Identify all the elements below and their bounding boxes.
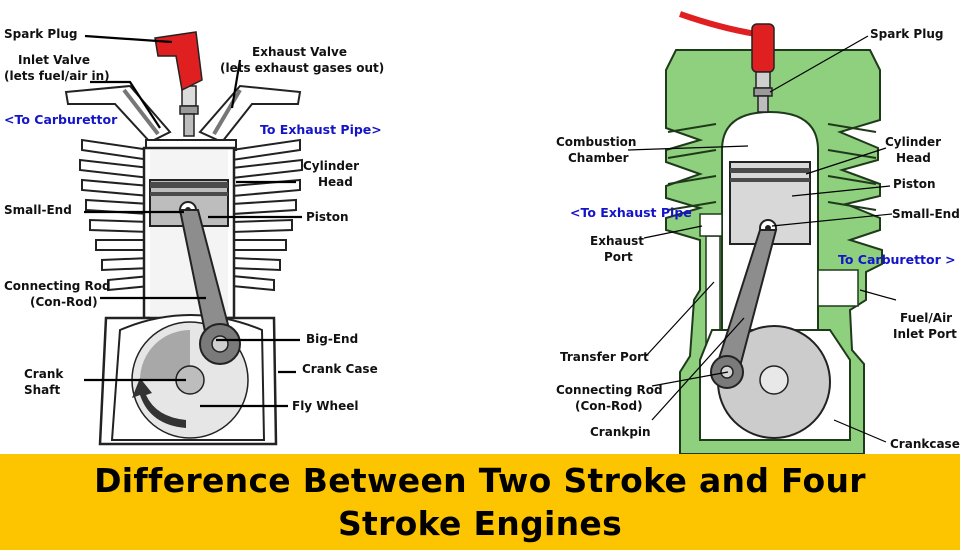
left-labels: Spark Plug Inlet Valve (lets fuel/air in… (4, 27, 384, 413)
label-crank-shaft: Crank (24, 367, 64, 381)
label-cylinder-head: Cylinder (303, 159, 359, 173)
label-spark-plug: Spark Plug (4, 27, 77, 41)
right-spark-plug (679, 11, 775, 113)
right-inlet-port (817, 269, 859, 307)
left-spark-plug (154, 31, 203, 137)
label-combustion-chamber: Combustion (556, 135, 636, 149)
left-valves (122, 88, 242, 136)
right-piston (729, 161, 811, 245)
label-right-small-end: Small-End (892, 207, 960, 221)
label-right-cylinder-head: Cylinder (885, 135, 941, 149)
label-right-cylinder-head-2: Head (896, 151, 931, 165)
label-exhaust-port: Exhaust (590, 234, 644, 248)
label-connecting-rod: Connecting Rod (4, 279, 111, 293)
rotation-arrow-icon (132, 378, 186, 428)
label-exhaust-valve-note: (lets exhaust gases out) (220, 61, 384, 75)
banner-title-line-1: Difference Between Two Stroke and Four (94, 461, 866, 500)
label-inlet-valve: Inlet Valve (18, 53, 90, 67)
label-combustion-chamber-2: Chamber (568, 151, 629, 165)
label-fly-wheel: Fly Wheel (292, 399, 358, 413)
label-crank-shaft-2: Shaft (24, 383, 61, 397)
label-right-spark-plug: Spark Plug (870, 27, 943, 41)
label-crankpin: Crankpin (590, 425, 651, 439)
label-right-to-carburettor: To Carburettor > (838, 252, 956, 267)
title-banner: Difference Between Two Stroke and Four S… (0, 454, 960, 550)
right-cooling-fins (667, 123, 877, 211)
right-exhaust-port (699, 213, 723, 237)
label-right-connecting-rod-2: (Con-Rod) (575, 399, 643, 413)
label-exhaust-valve: Exhaust Valve (252, 45, 347, 59)
two-stroke-engine-illustration: Spark Plug Combustion Chamber Cylinder H… (556, 11, 960, 455)
four-stroke-engine-illustration: Spark Plug Inlet Valve (lets fuel/air in… (4, 27, 384, 446)
label-small-end: Small-End (4, 203, 72, 217)
label-fuel-air-inlet-port: Fuel/Air (900, 311, 952, 325)
banner-title-line-2: Stroke Engines (337, 504, 623, 543)
label-to-exhaust-pipe: To Exhaust Pipe> (260, 122, 382, 137)
label-exhaust-port-2: Port (604, 250, 633, 264)
label-piston: Piston (306, 210, 349, 224)
label-inlet-valve-note: (lets fuel/air in) (4, 69, 110, 83)
label-big-end: Big-End (306, 332, 358, 346)
label-crank-case: Crank Case (302, 362, 378, 376)
label-right-to-exhaust-pipe: <To Exhaust Pipe (570, 205, 692, 220)
right-leader-lines (627, 35, 897, 443)
right-crank-hub (759, 365, 789, 395)
label-cylinder-head-2: Head (318, 175, 353, 189)
left-leader-lines (84, 34, 302, 408)
label-crankcase: Crankcase (890, 437, 960, 451)
label-fuel-air-inlet-port-2: Inlet Port (893, 327, 957, 341)
label-to-carburettor: <To Carburettor (4, 112, 118, 127)
right-labels: Spark Plug Combustion Chamber Cylinder H… (556, 27, 960, 451)
label-connecting-rod-2: (Con-Rod) (30, 295, 98, 309)
label-right-piston: Piston (893, 177, 936, 191)
label-transfer-port: Transfer Port (560, 350, 649, 364)
label-right-connecting-rod: Connecting Rod (556, 383, 663, 397)
